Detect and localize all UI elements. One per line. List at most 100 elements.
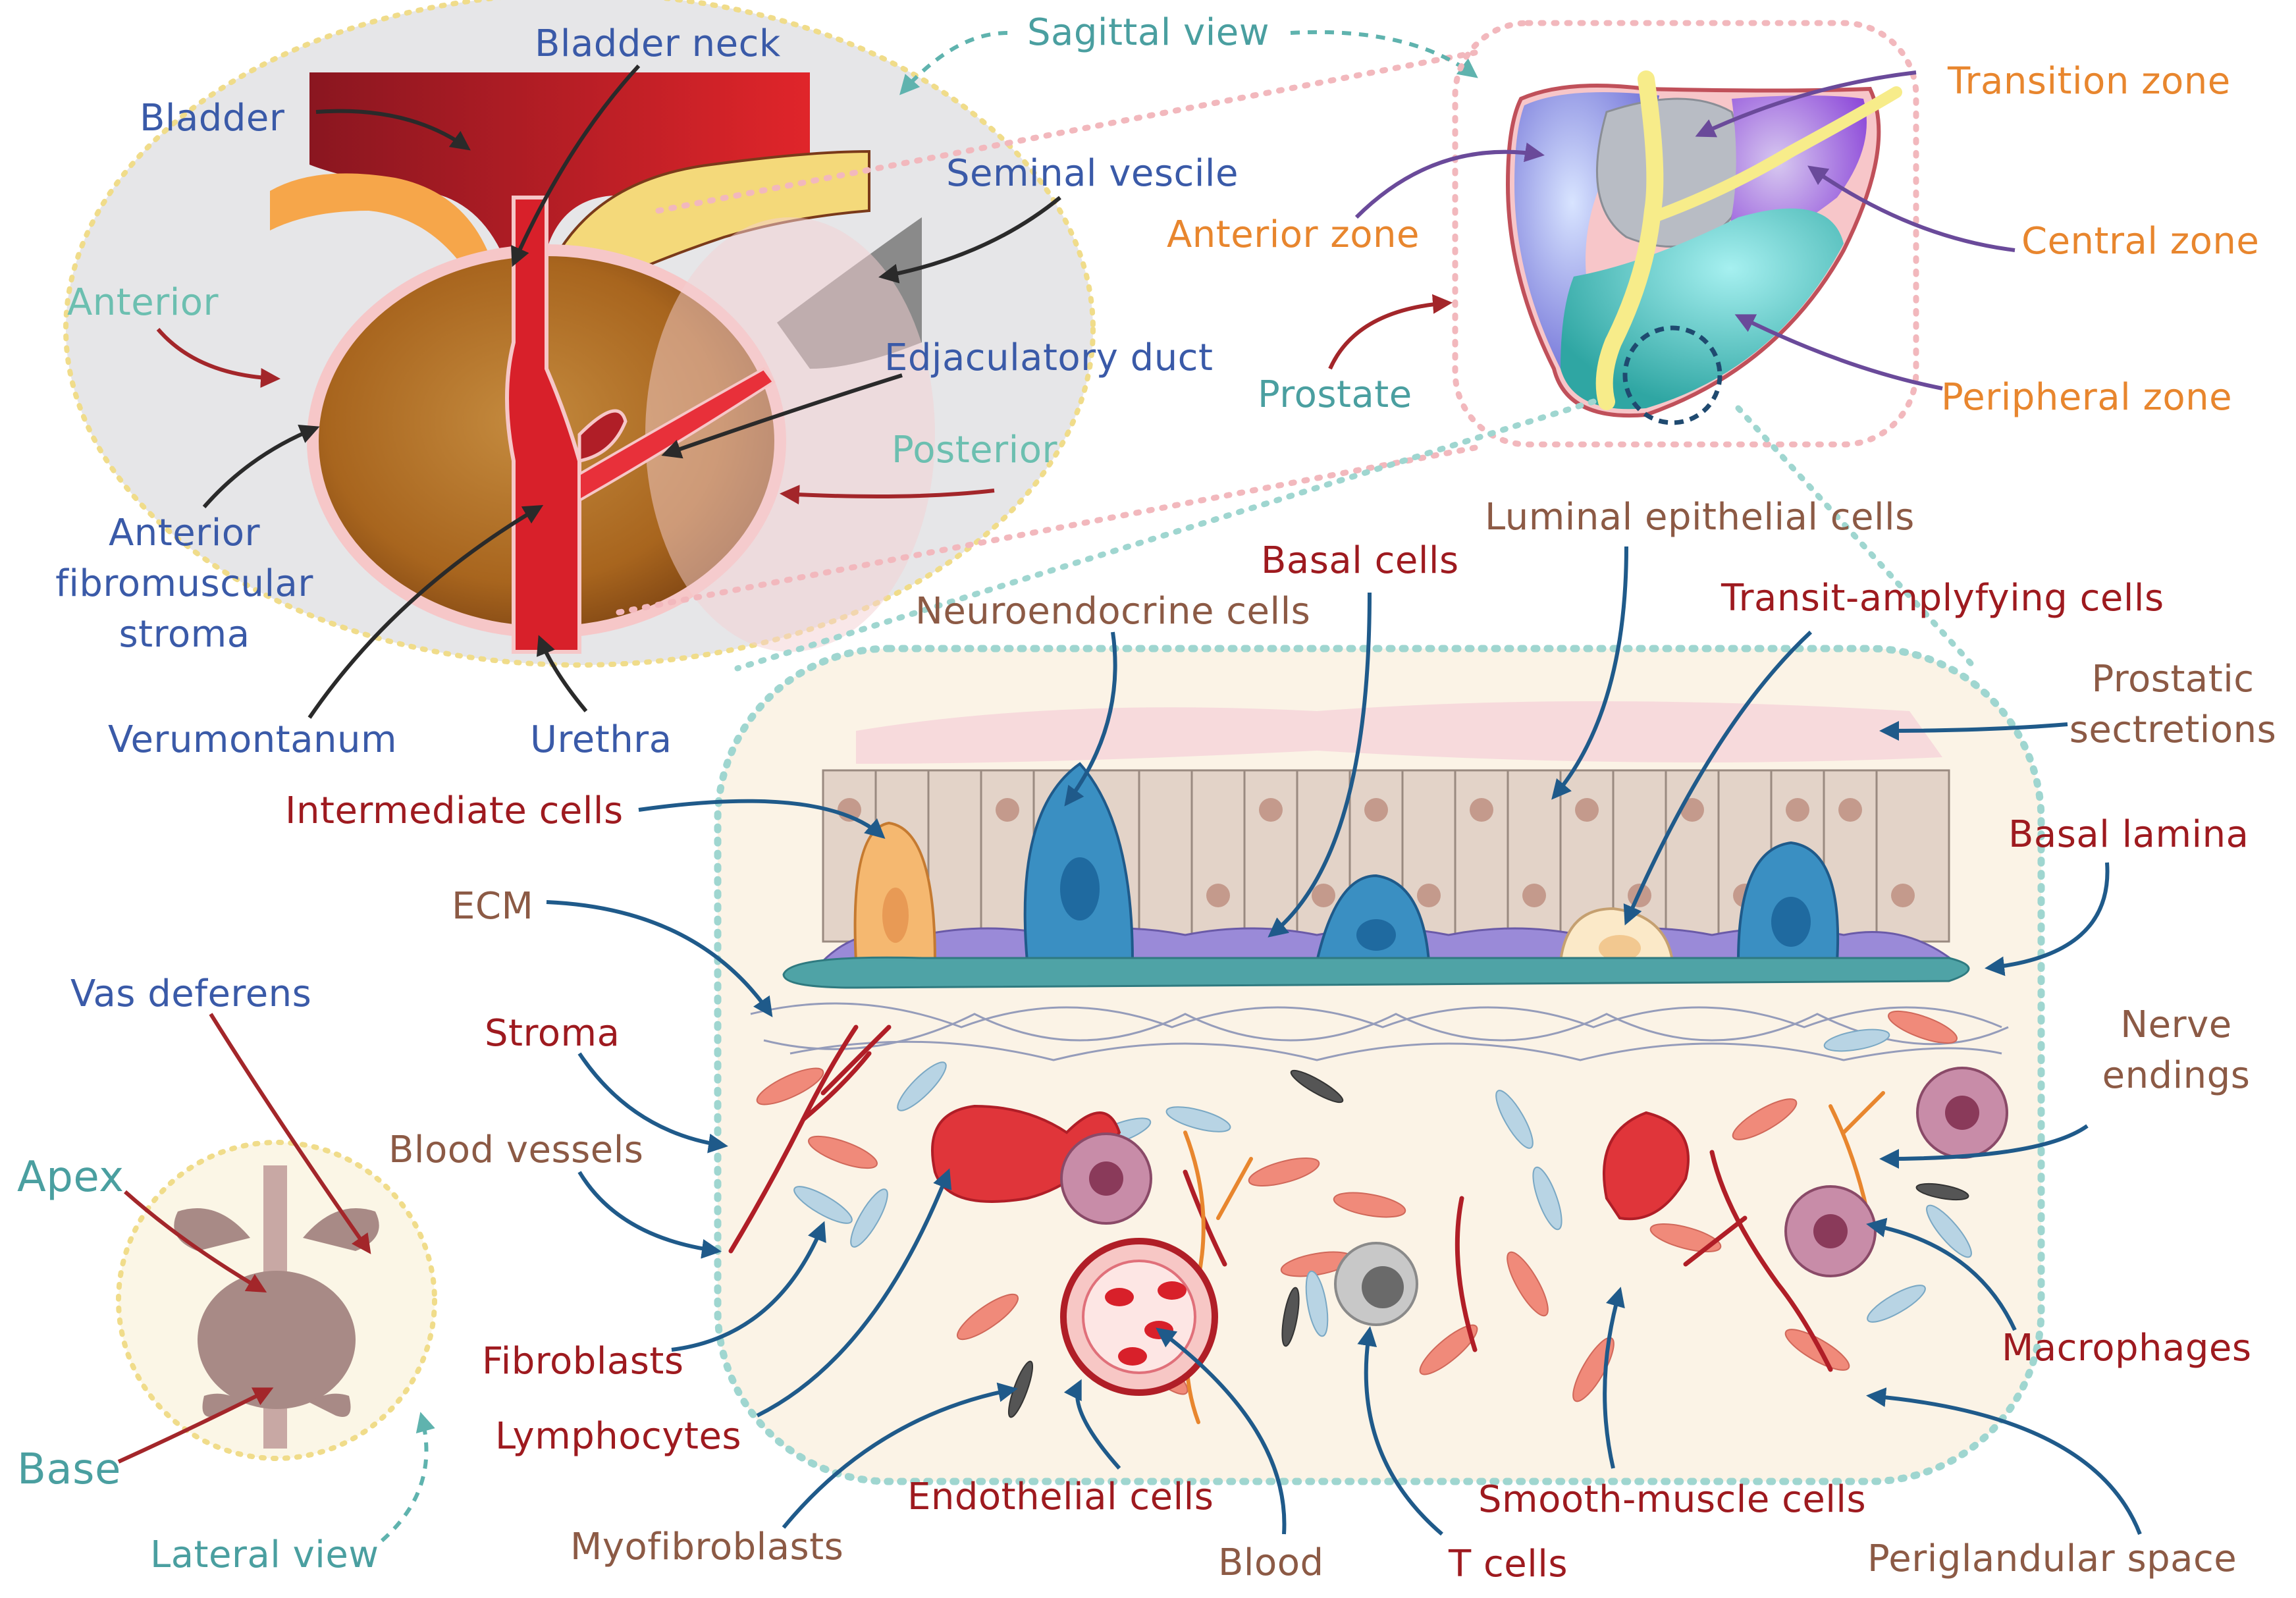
arrow-transit: [1623, 630, 1813, 926]
transit-amplifying-cell: [1559, 907, 1674, 963]
arrow-lateral-view: [381, 1412, 435, 1543]
arrow-endothelial: [1063, 1379, 1121, 1470]
arrow-fibroblasts: [671, 1221, 826, 1352]
arrow-smooth-muscle: [1603, 1287, 1625, 1469]
arrow-central-zone: [1807, 165, 2016, 252]
label-intermediate-cells: Intermediate cells: [285, 789, 624, 832]
label-stroma: Stroma: [485, 1012, 620, 1055]
arrow-ecm: [546, 900, 773, 1017]
label-t-cells: T cells: [1449, 1543, 1568, 1585]
label-bladder: Bladder: [140, 97, 285, 140]
arrow-sagittal-left: [899, 31, 1008, 95]
arrow-transition-zone: [1695, 70, 1917, 138]
arrow-basal-lamina: [1985, 862, 2110, 976]
arrow-macrophages: [1866, 1217, 2017, 1331]
label-peripheral-zone: Peripheral zone: [1941, 376, 2233, 419]
erythrocyte-large-2: [1603, 1111, 1690, 1221]
arrow-prostatic-secretions: [1879, 720, 2068, 741]
label-prostate: Prostate: [1258, 373, 1412, 416]
zones-arrows: [1328, 70, 2016, 390]
label-afs-line3: stroma: [119, 613, 250, 656]
sagittal-arrows: [156, 30, 1478, 719]
arrow-luminal: [1551, 546, 1628, 800]
label-afs-line1: Anterior: [108, 512, 261, 554]
arrow-sagittal-right: [1290, 30, 1478, 78]
label-urethra: Urethra: [530, 718, 672, 761]
arrow-vas-deferens: [209, 1013, 371, 1254]
arrow-base: [117, 1387, 274, 1464]
basal-cell-dome: [1315, 874, 1431, 963]
label-fibroblasts: Fibroblasts: [482, 1340, 684, 1383]
label-posterior: Posterior: [892, 429, 1057, 471]
label-ecm: ECM: [452, 885, 534, 928]
label-lymphocytes: Lymphocytes: [495, 1415, 742, 1458]
label-blood: Blood: [1218, 1541, 1324, 1584]
vessel-cross-section: [1060, 1238, 1218, 1396]
label-nerve-line1: Nerve: [2120, 1003, 2232, 1046]
arrow-basal-cells: [1268, 592, 1372, 938]
arrow-myofibroblasts: [782, 1382, 1018, 1529]
arrow-blood: [1156, 1327, 1287, 1535]
label-periglandular-space: Periglandular space: [1867, 1537, 2237, 1580]
ecm-fibers: [750, 1002, 2009, 1061]
arrow-neuroendocrine: [1064, 631, 1117, 807]
arrow-stroma: [577, 1052, 728, 1154]
arrow-bladder: [315, 109, 471, 151]
label-apex: Apex: [17, 1153, 124, 1202]
label-myofibroblasts: Myofibroblasts: [570, 1526, 844, 1568]
label-transition-zone: Transition zone: [1948, 60, 2231, 103]
label-luminal-epithelial-cells: Luminal epithelial cells: [1485, 496, 1915, 539]
arrow-intermediate: [638, 799, 886, 839]
label-anterior-zone: Anterior zone: [1167, 213, 1420, 256]
sagittal-view-panel: [63, 0, 1478, 668]
label-transit-amplyfying-cells: Transit-amplyfying cells: [1721, 577, 2164, 620]
basal-lamina: [782, 956, 1970, 989]
arrow-blood-vessels: [577, 1171, 722, 1259]
label-prostatic-line2: sectretions: [2069, 708, 2277, 751]
tissue-arrows: [546, 546, 2142, 1536]
lateral-view-panel: [116, 1140, 437, 1461]
label-anterior: Anterior: [67, 281, 219, 324]
tissue-zoom-panel: [714, 645, 2045, 1485]
arrow-lymphocytes: [756, 1168, 952, 1418]
label-prostatic-line1: Prostatic: [2091, 658, 2255, 701]
label-nerve-line2: endings: [2102, 1054, 2251, 1097]
label-bladder-neck: Bladder neck: [535, 22, 781, 65]
arrow-anterior: [156, 328, 280, 388]
arrow-peripheral-zone: [1734, 314, 1943, 390]
arrow-edjaculatory-duct: [661, 373, 903, 459]
arrow-posterior: [780, 485, 995, 505]
label-central-zone: Central zone: [2021, 220, 2260, 263]
label-basal-cells: Basal cells: [1261, 539, 1459, 582]
label-afs-line2: fibromuscular: [55, 562, 313, 605]
label-seminal-vescile: Seminal vescile: [946, 152, 1239, 195]
arrow-urethra: [536, 635, 588, 712]
arrow-prostate: [1328, 294, 1453, 370]
myofibroblasts: [1007, 1069, 1969, 1418]
label-lateral-view: Lateral view: [150, 1533, 379, 1576]
zoom-connector-right: [1735, 405, 1979, 672]
arrow-bladder-neck: [511, 64, 641, 267]
lateral-arrows: [117, 1013, 435, 1543]
label-verumontanum: Verumontanum: [108, 718, 398, 761]
t-cell: [1334, 1242, 1418, 1326]
arrow-seminal-vescile: [878, 196, 1061, 284]
label-base: Base: [17, 1445, 121, 1494]
arrow-apex: [124, 1190, 267, 1293]
smooth-muscle-cells: [756, 1010, 1958, 1402]
label-edjaculatory-duct: Edjaculatory duct: [884, 336, 1214, 379]
label-neuroendocrine-cells: Neuroendocrine cells: [915, 590, 1311, 633]
arrow-verumontanum: [307, 504, 544, 719]
arrow-periglandular: [1866, 1387, 2142, 1535]
label-macrophages: Macrophages: [2002, 1327, 2252, 1370]
arrow-nerve-endings: [1879, 1124, 2089, 1169]
label-endothelial-cells: Endothelial cells: [907, 1476, 1214, 1518]
label-basal-lamina: Basal lamina: [2008, 813, 2249, 856]
prostate-zones-panel: [1452, 20, 1919, 448]
label-blood-vessels: Blood vessels: [388, 1129, 644, 1171]
arrow-anterior-zone: [1354, 142, 1545, 219]
label-vas-deferens: Vas deferens: [70, 972, 312, 1015]
zoom-connector-left: [734, 398, 1597, 672]
arrow-afs: [202, 424, 320, 508]
